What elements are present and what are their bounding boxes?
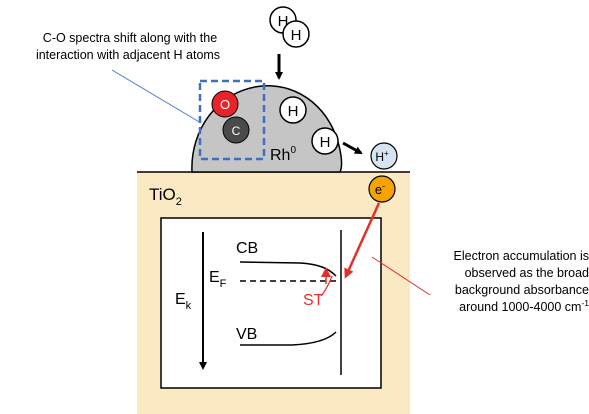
electron-note-line4: around 1000-4000 cm-1: [459, 298, 589, 314]
electron-note-line3: background absorbance: [455, 283, 589, 297]
o-atom-label: O: [220, 97, 230, 112]
ek-label: Ek: [175, 291, 192, 312]
electron-label: e-: [375, 181, 385, 197]
electron-note-leader: [371, 256, 431, 296]
co-annotation-line1: C-O spectra shift along with the: [43, 31, 217, 45]
electron: [368, 175, 396, 203]
c-atom: [222, 116, 250, 144]
h-on-rh-1-label: H: [288, 103, 299, 120]
spillover-arrow: [342, 141, 363, 155]
co-annotation-leader: [111, 69, 202, 124]
h2-atom-a-label: H: [278, 13, 289, 30]
vb-label: VB: [236, 326, 257, 343]
h2-atom-b-label: H: [291, 27, 302, 44]
h-on-rh-2-label: H: [320, 134, 331, 151]
h-plus-ion: [370, 142, 398, 170]
h-plus-label: H+: [375, 149, 389, 164]
o-atom: [211, 90, 239, 118]
st-curve: [320, 275, 333, 297]
c-atom-label: C: [232, 124, 241, 138]
st-label: ST: [303, 292, 324, 309]
co-highlight-box: [198, 79, 266, 161]
h-on-rh-2: [311, 127, 339, 155]
electron-note-line2: observed as the broad: [465, 266, 589, 280]
h2-atom-b: [282, 20, 310, 48]
ef-label: EF: [209, 269, 227, 290]
h-on-rh-1: [279, 96, 307, 124]
cb-band: [239, 261, 337, 277]
vb-band: [240, 331, 337, 346]
tio2-label: TiO2: [149, 185, 182, 208]
co-annotation-line2: interaction with adjacent H atoms: [36, 48, 220, 62]
electron-injection-arrow: [344, 202, 381, 279]
band-diagram-frame: [160, 217, 382, 389]
rh-label: Rh0: [270, 145, 296, 164]
electron-note-line1: Electron accumulation is: [454, 249, 589, 263]
cb-label: CB: [236, 240, 258, 257]
